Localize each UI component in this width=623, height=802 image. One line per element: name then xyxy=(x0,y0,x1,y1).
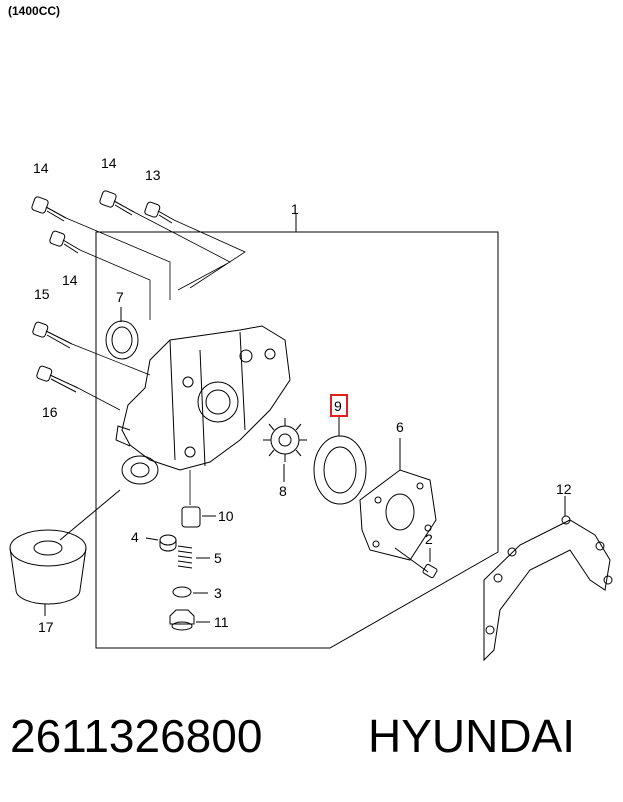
engine-variant-label: (1400CC) xyxy=(8,4,61,18)
bolt-15 xyxy=(32,321,73,349)
oil-filter-17 xyxy=(9,529,87,616)
bolt-14-top-mid xyxy=(99,190,135,216)
plunger-4 xyxy=(145,534,177,552)
bolt-14-top-left xyxy=(31,196,67,222)
callout-6: 6 xyxy=(396,419,404,435)
oil-seal-7 xyxy=(105,307,139,360)
callout-14c: 14 xyxy=(62,272,78,288)
callout-17: 17 xyxy=(38,619,54,635)
callout-10: 10 xyxy=(218,508,234,524)
caption-bar: 2611326800 HYUNDAI xyxy=(0,706,623,778)
callout-8: 8 xyxy=(279,483,287,499)
callout-7: 7 xyxy=(116,289,124,305)
callout-11: 11 xyxy=(214,614,229,630)
oil-pump-body xyxy=(115,325,291,471)
callout-16: 16 xyxy=(42,404,58,420)
callout-4: 4 xyxy=(131,529,139,545)
screw-2 xyxy=(394,547,438,579)
callout-3: 3 xyxy=(214,585,222,601)
bolt-13 xyxy=(144,201,175,224)
callout-13: 13 xyxy=(145,167,161,183)
bolt-16 xyxy=(36,365,79,393)
gasket-12 xyxy=(483,496,613,662)
assembly-frame xyxy=(95,231,499,649)
plug-10 xyxy=(181,470,216,528)
inner-rotor-8 xyxy=(263,418,307,482)
pump-cover-6 xyxy=(359,438,437,561)
outer-rotor-9 xyxy=(313,416,367,505)
callout-15: 15 xyxy=(34,286,50,302)
callout-12: 12 xyxy=(556,481,572,497)
callout-9: 9 xyxy=(334,398,342,414)
bolt-14-left xyxy=(49,230,81,254)
spring-5 xyxy=(177,545,210,569)
callout-14a: 14 xyxy=(33,160,49,176)
callout-14b: 14 xyxy=(101,155,117,171)
callout-5: 5 xyxy=(214,550,222,566)
part-number: 2611326800 xyxy=(10,710,263,762)
callout-9-highlight xyxy=(330,394,348,417)
callout-1: 1 xyxy=(291,201,299,217)
washer-3 xyxy=(172,586,208,598)
callout-2: 2 xyxy=(425,531,433,547)
parts-diagram: 1 2 3 4 5 6 7 8 9 10 11 12 13 14 14 14 1… xyxy=(9,155,613,662)
plug-11 xyxy=(169,609,210,631)
filter-adapter xyxy=(59,455,159,541)
brand-name: HYUNDAI xyxy=(368,710,576,762)
